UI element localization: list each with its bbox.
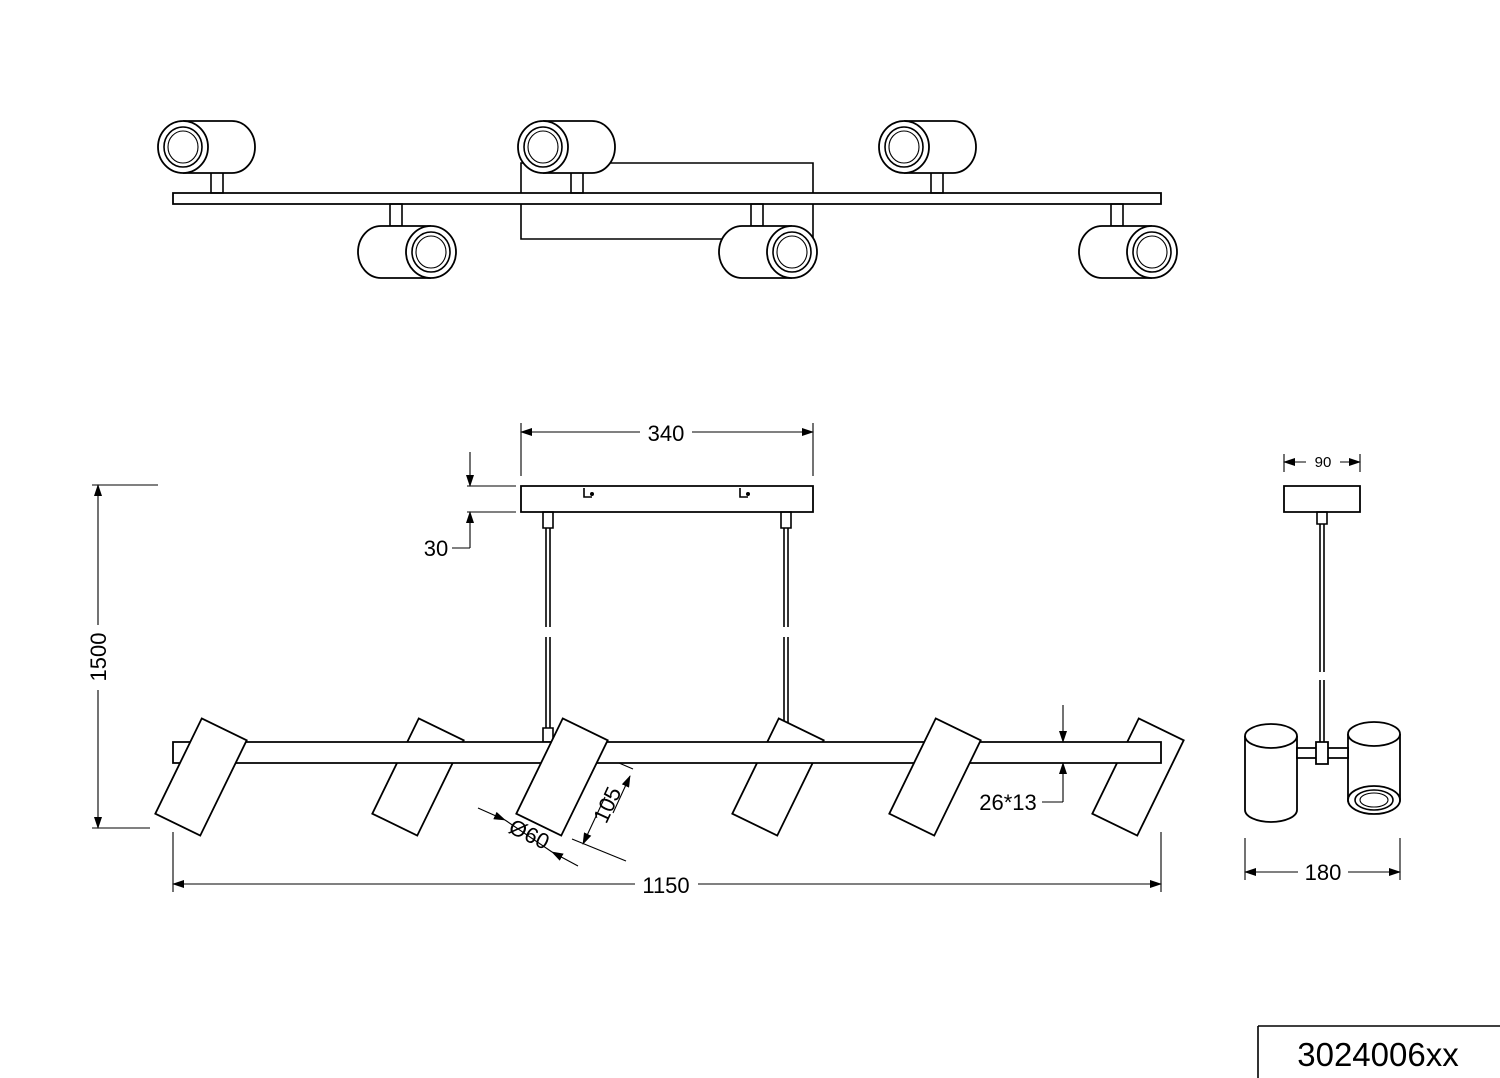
dimension-180-label: 180	[1305, 860, 1342, 885]
front-bar	[173, 742, 1161, 763]
dimension-30	[452, 452, 516, 548]
dimension-26x13	[1042, 705, 1067, 802]
top-view	[158, 121, 1177, 278]
dimension-90	[1283, 454, 1361, 472]
dimension-30-label: 30	[424, 536, 448, 561]
top-view-bar	[173, 193, 1161, 204]
side-view	[1245, 486, 1400, 822]
top-spot-1	[158, 121, 255, 193]
dimension-340	[520, 423, 814, 476]
front-spot-2	[372, 718, 463, 835]
top-spot-4	[358, 204, 456, 278]
dimension-26x13-label: 26*13	[979, 790, 1037, 815]
top-spot-2	[518, 121, 615, 193]
dimension-90-label: 90	[1315, 454, 1332, 471]
dimension-1500	[92, 484, 158, 829]
front-cable-right	[781, 512, 791, 742]
front-canopy	[521, 486, 813, 512]
model-number: 3024006xx	[1297, 1036, 1459, 1073]
dimension-180	[1244, 838, 1401, 880]
side-spot-left	[1245, 724, 1297, 822]
dimension-105	[572, 763, 633, 861]
dimension-1150-label: 1150	[642, 873, 689, 898]
dimension-1500-label: 1500	[86, 633, 111, 682]
dimension-60	[478, 808, 578, 866]
top-spot-5	[719, 204, 817, 278]
side-canopy	[1284, 486, 1360, 512]
front-spot-4	[732, 718, 823, 835]
front-view	[155, 486, 1183, 836]
front-spot-1	[155, 718, 246, 835]
front-spot-3	[516, 718, 607, 835]
front-cable-left	[543, 512, 553, 742]
front-spot-6	[1092, 718, 1183, 835]
dimension-340-label: 340	[648, 421, 685, 446]
title-block	[1258, 1026, 1500, 1078]
front-spot-5	[889, 718, 980, 835]
top-spot-3	[879, 121, 976, 193]
side-spot-right	[1348, 722, 1400, 814]
top-spot-6	[1079, 204, 1177, 278]
dimension-1150	[172, 832, 1162, 892]
